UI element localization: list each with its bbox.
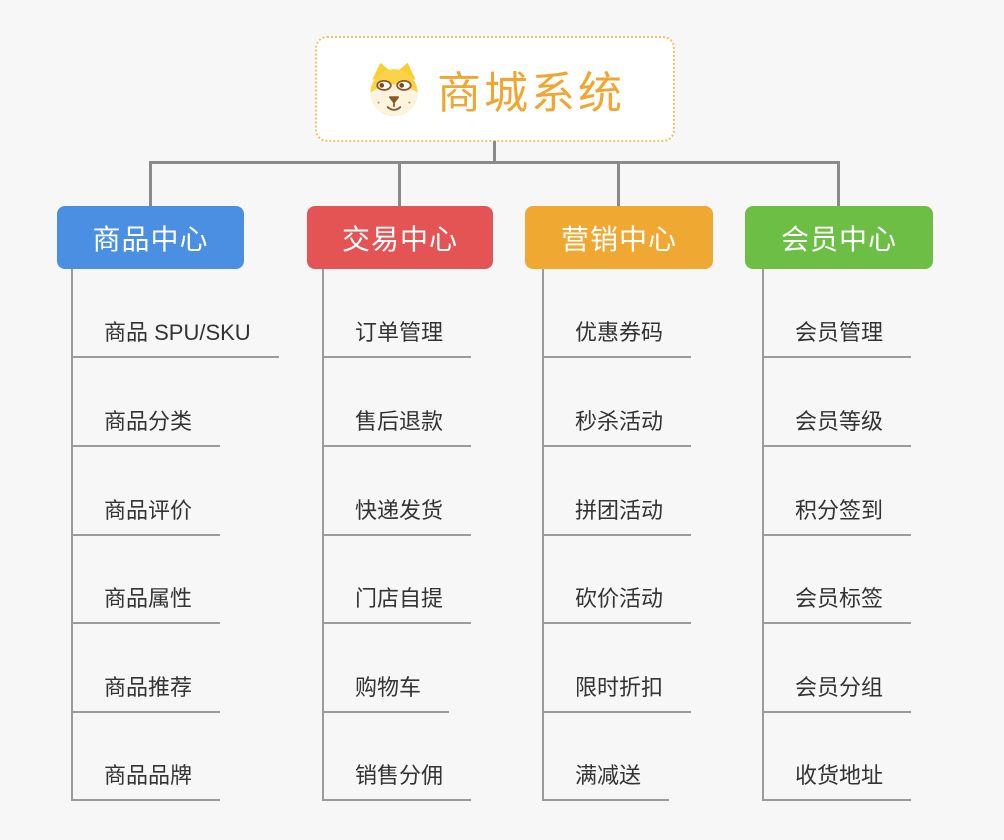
connector-horizontal [149,161,840,164]
branch-label: 会员中心 [780,223,897,255]
leaf-item[interactable]: 拼团活动 [543,496,692,536]
leaf-item[interactable]: 优惠券码 [543,318,692,358]
doge-icon [370,62,418,117]
root-node[interactable]: 商城系统 [315,36,675,142]
leaf-item[interactable]: 积分签到 [763,496,912,536]
branch-node-marketing-center[interactable]: 营销中心 [525,206,713,269]
leaf-item[interactable]: 销售分佣 [323,761,472,801]
branch-label: 营销中心 [560,223,677,255]
leaf-item[interactable]: 会员等级 [763,407,912,447]
leaf-item[interactable]: 收货地址 [763,761,912,801]
leaf-item[interactable]: 会员标签 [763,584,912,624]
branch-node-product-center[interactable]: 商品中心 [57,206,244,269]
connector-drop [837,162,840,207]
root-title: 商城系统 [437,69,625,118]
leaf-item[interactable]: 商品属性 [72,584,221,624]
leaf-item[interactable]: 快递发货 [323,496,472,536]
leaf-item[interactable]: 售后退款 [323,407,472,447]
leaf-item[interactable]: 会员管理 [763,318,912,358]
leaf-item[interactable]: 商品 SPU/SKU [72,318,279,358]
leaf-item[interactable]: 商品品牌 [72,761,221,801]
leaf-item[interactable]: 门店自提 [323,584,472,624]
connector-drop [617,162,620,207]
branch-label: 商品中心 [92,223,209,255]
leaf-item[interactable]: 秒杀活动 [543,407,692,447]
leaf-item[interactable]: 限时折扣 [543,673,692,713]
leaf-item[interactable]: 商品分类 [72,407,221,447]
leaf-item[interactable]: 砍价活动 [543,584,692,624]
leaf-item[interactable]: 商品推荐 [72,673,221,713]
branch-node-trade-center[interactable]: 交易中心 [307,206,493,269]
connector-root-stub [493,141,496,163]
leaf-item[interactable]: 商品评价 [72,496,221,536]
leaf-item[interactable]: 订单管理 [323,318,472,358]
leaf-item[interactable]: 购物车 [323,673,450,713]
connector-drop [149,162,152,207]
branch-label: 交易中心 [341,223,458,255]
leaf-item[interactable]: 满减送 [543,761,670,801]
connector-drop [398,162,401,207]
branch-node-member-center[interactable]: 会员中心 [745,206,933,269]
leaf-item[interactable]: 会员分组 [763,673,912,713]
